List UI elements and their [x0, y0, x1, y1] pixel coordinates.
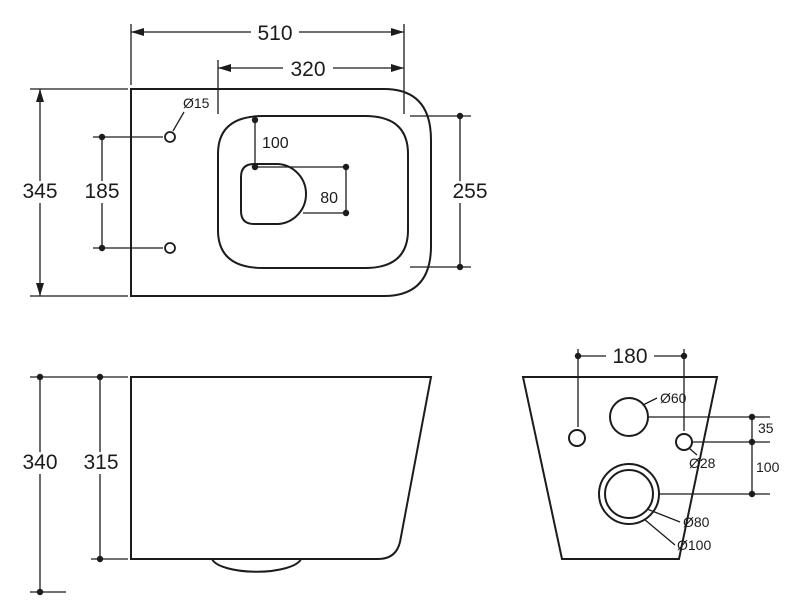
label-inlet-dia: Ø60 — [642, 390, 687, 406]
dim-lines — [254, 119, 346, 168]
outlet-foot-arc — [211, 558, 302, 573]
dim-lines — [410, 115, 471, 268]
dim-label-d15: Ø15 — [183, 95, 210, 111]
dim-label-100b: 100 — [756, 459, 780, 475]
mounting-hole-bottom — [164, 242, 176, 254]
dim-dot — [574, 352, 582, 360]
dim-lines — [648, 416, 770, 495]
dim-overall-width: 510 — [130, 22, 405, 114]
water-inlet-circle — [609, 397, 649, 437]
dim-label-320: 320 — [290, 58, 325, 81]
dim-dot — [36, 588, 44, 596]
dim-dot — [456, 112, 464, 120]
label-mount-hole-dia: Ø15 — [172, 95, 210, 132]
leader-line — [172, 111, 185, 132]
dim-label-255: 255 — [452, 180, 487, 203]
dim-dot — [98, 133, 106, 141]
dim-dot — [251, 163, 259, 171]
leader-line — [688, 447, 698, 456]
dim-lines — [130, 24, 405, 114]
dim-dot — [342, 163, 350, 171]
leader-line — [646, 508, 681, 523]
outlet-outer-circle — [598, 463, 660, 525]
dim-label-185: 185 — [84, 180, 119, 203]
dim-lines — [30, 88, 128, 297]
dim-label-80: 80 — [320, 190, 338, 207]
bowl-outline — [240, 163, 308, 225]
dim-label-315: 315 — [83, 451, 118, 474]
dim-right-offsets: 35 100 — [648, 413, 780, 498]
outlet-inner-circle — [604, 469, 654, 519]
dim-lines — [30, 376, 128, 593]
dim-lines — [93, 136, 163, 249]
dim-label-510: 510 — [257, 22, 292, 45]
dim-label-345: 345 — [22, 180, 57, 203]
arrowhead-left — [218, 64, 231, 72]
toilet-rim-outline — [217, 115, 409, 269]
rear-view: 180 Ø60 35 100 Ø28 Ø80 — [521, 345, 780, 560]
dim-label-180: 180 — [612, 345, 647, 368]
dim-dot — [96, 373, 104, 381]
leader-line — [643, 518, 676, 546]
dim-overall-height: 340 — [22, 373, 128, 596]
dim-lines — [577, 349, 685, 431]
dim-label-d100: Ø100 — [677, 537, 711, 553]
arrowhead-top — [36, 89, 44, 102]
fixing-hole-right — [675, 433, 693, 451]
dim-lines — [303, 167, 347, 214]
toilet-body-outline — [130, 88, 432, 297]
dim-dot — [98, 244, 106, 252]
dim-rim-width: 320 — [217, 58, 404, 114]
dim-dot — [36, 373, 44, 381]
dim-bowl-offset-80: 80 — [303, 163, 350, 217]
fixing-hole-left — [568, 429, 586, 447]
dim-dot — [456, 263, 464, 271]
side-profile-outline — [130, 376, 433, 560]
dim-label-d28: Ø28 — [689, 455, 716, 471]
dim-dot — [748, 413, 756, 421]
leader-line — [642, 397, 658, 406]
arrowhead-right — [391, 64, 404, 72]
dim-fixing-hole-spacing: 180 — [574, 345, 688, 431]
dim-dot — [680, 352, 688, 360]
arrowhead-bottom — [36, 283, 44, 296]
label-fixing-hole-dia: Ø28 — [688, 447, 716, 471]
dim-mount-hole-spacing: 185 — [84, 133, 163, 252]
label-outlet-inner-dia: Ø80 — [646, 508, 710, 530]
dim-label-35: 35 — [758, 420, 774, 436]
arrowhead-left — [131, 28, 144, 36]
dim-body-height: 315 — [83, 373, 128, 563]
dim-dot — [748, 490, 756, 498]
dim-dot — [251, 116, 259, 124]
dim-dot — [748, 438, 756, 446]
rear-profile-outline — [521, 376, 719, 560]
dim-rim-depth: 255 — [410, 112, 488, 271]
top-view: 510 320 345 185 — [22, 22, 488, 297]
arrowhead-right — [391, 28, 404, 36]
dim-dot — [96, 555, 104, 563]
label-outlet-outer-dia: Ø100 — [643, 518, 711, 553]
dim-dot — [342, 209, 350, 217]
dim-overall-depth: 345 — [22, 88, 128, 297]
mounting-hole-top — [164, 131, 176, 143]
side-view: 340 315 — [22, 373, 433, 596]
dim-label-340: 340 — [22, 451, 57, 474]
dim-label-100: 100 — [262, 135, 289, 152]
dim-bowl-offset-100: 100 — [251, 116, 346, 171]
dim-label-d60: Ø60 — [660, 390, 687, 406]
dim-label-d80: Ø80 — [683, 514, 710, 530]
